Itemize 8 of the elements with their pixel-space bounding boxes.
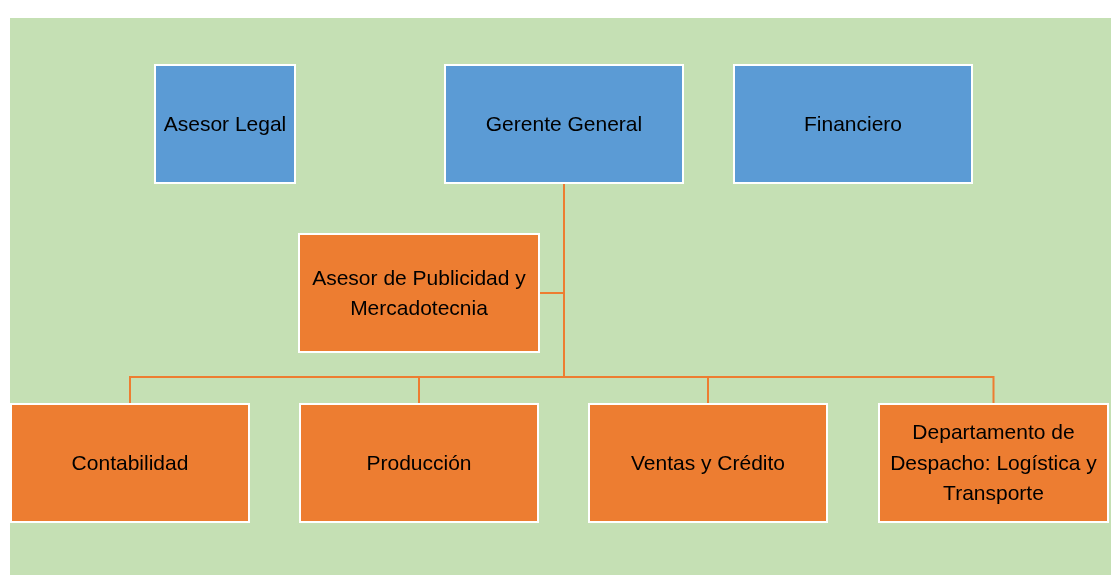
position-box: Departamento de Despacho: Logística y Transporte: [878, 403, 1109, 523]
position-box: Contabilidad: [10, 403, 250, 523]
position-box: Gerente General: [444, 64, 684, 184]
position-box: Ventas y Crédito: [588, 403, 828, 523]
position-box: Producción: [299, 403, 539, 523]
position-box: Asesor de Publicidad y Mercadotecnia: [298, 233, 540, 353]
position-box: Asesor Legal: [154, 64, 296, 184]
position-box: Financiero: [733, 64, 973, 184]
